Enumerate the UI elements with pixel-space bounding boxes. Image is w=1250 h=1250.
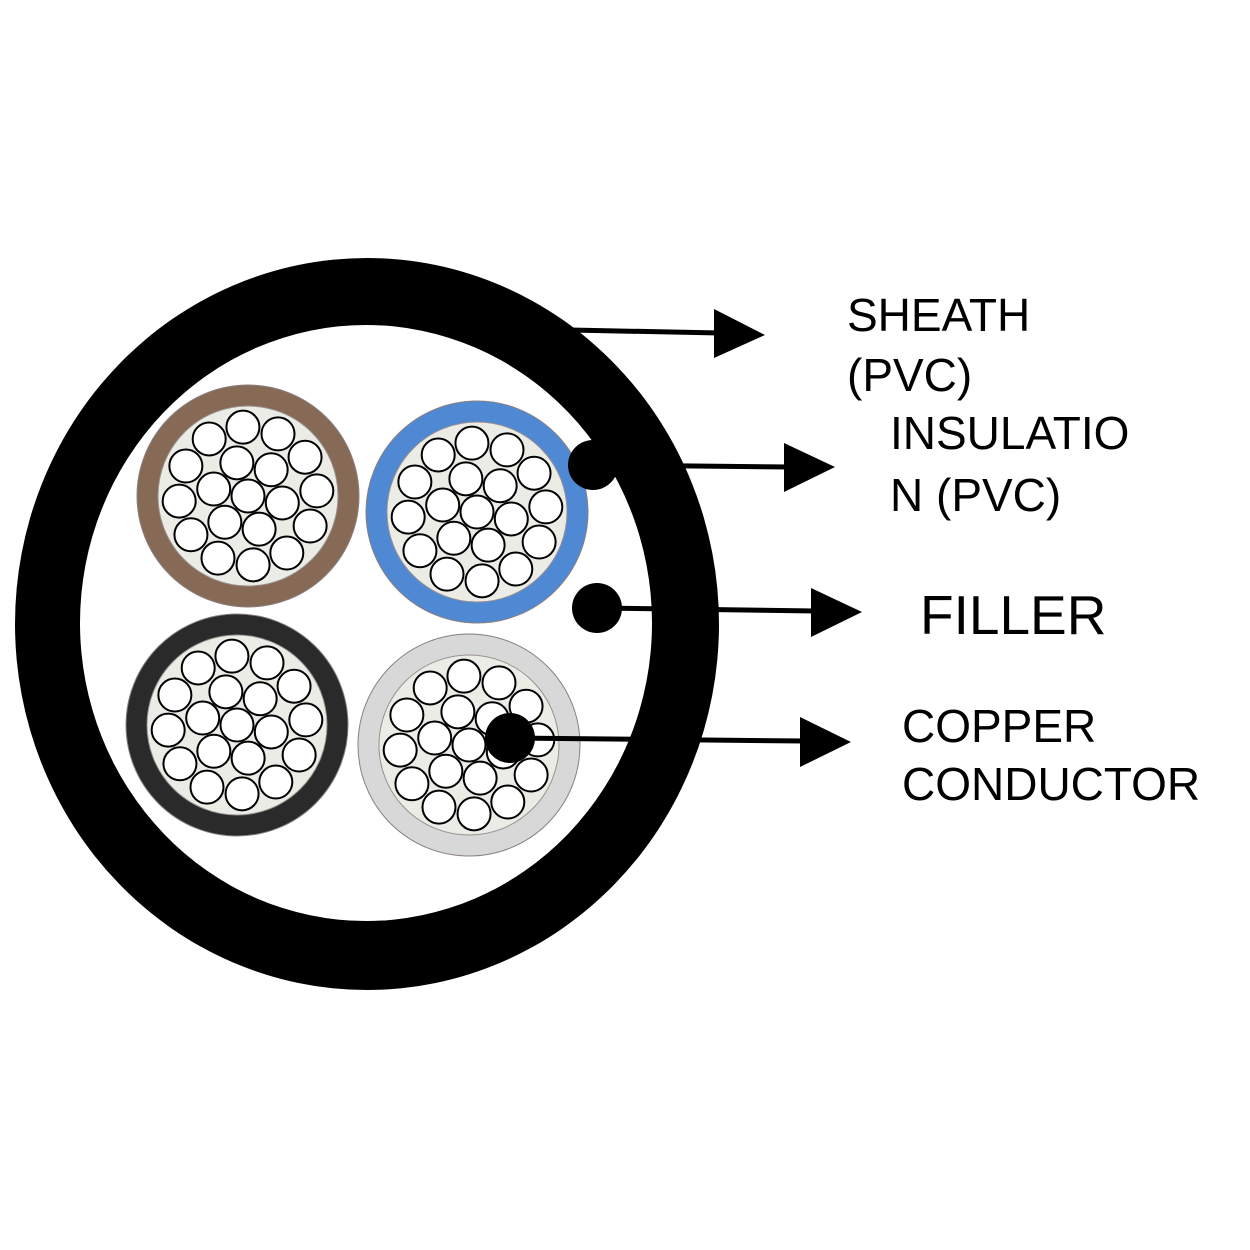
copper-strand [264, 485, 300, 521]
copper-strand [454, 425, 490, 461]
copper-strand [230, 478, 266, 514]
copper-strand [513, 757, 549, 793]
copper-strand [299, 473, 335, 509]
copper-strand [390, 499, 426, 535]
core-brown [136, 384, 360, 608]
copper-strand [269, 535, 305, 571]
sheath-pointer-line [569, 327, 721, 336]
copper-strand [276, 668, 312, 704]
copper-strand [451, 727, 487, 763]
copper-strand [402, 533, 438, 569]
core-blue [365, 400, 589, 624]
copper-strand [224, 776, 260, 812]
copper-strand [219, 445, 255, 481]
copper-strand [253, 452, 289, 488]
copper-strand [281, 737, 317, 773]
copper-strand [489, 432, 525, 468]
copper-strand [482, 468, 518, 504]
copper-strand [412, 670, 448, 706]
copper-strand [456, 796, 492, 832]
copper-strand [173, 517, 209, 553]
copper-strand [528, 489, 564, 525]
copper-strand [420, 437, 456, 473]
copper-strand [258, 764, 294, 800]
copper-strand [389, 697, 425, 733]
copper-strand [191, 421, 227, 457]
copper-strand [161, 483, 197, 519]
copper-strand [446, 658, 482, 694]
copper-strand [189, 769, 225, 805]
copper-label-line2: CONDUCTOR [902, 758, 1201, 810]
insulation-label-line1: INSULATIO [890, 407, 1130, 459]
insulation-pointer-line [592, 462, 791, 470]
copper-strand [196, 733, 232, 769]
filler-pointer-line [596, 605, 816, 614]
copper-strand [394, 766, 430, 802]
copper-strand [241, 511, 277, 547]
copper-strand [219, 707, 255, 743]
copper-strand [157, 677, 193, 713]
insulation-arrowhead [784, 443, 835, 492]
copper-strand [429, 556, 465, 592]
copper-strand [382, 732, 418, 768]
copper-strand [200, 540, 236, 576]
copper-strand [516, 455, 552, 491]
copper-strand [490, 784, 526, 820]
copper-strand [162, 746, 198, 782]
copper-strand [288, 702, 324, 738]
copper-arrowhead [800, 717, 851, 767]
copper-strand [180, 650, 216, 686]
filler-area [80, 325, 652, 921]
copper-strand [242, 681, 278, 717]
sheath-label-line2: (PVC) [847, 349, 973, 401]
copper-strand [150, 712, 186, 748]
copper-strand [448, 461, 484, 497]
copper-strand [214, 638, 250, 674]
copper-strand [230, 740, 266, 776]
copper-strand [493, 501, 529, 537]
filler-label: FILLER [920, 584, 1107, 646]
copper-strand [397, 464, 433, 500]
insulation-label-line2: N (PVC) [890, 469, 1062, 521]
copper-strand [470, 527, 506, 563]
copper-strand [185, 700, 221, 736]
core-grey [357, 633, 581, 857]
copper-strand [459, 494, 495, 530]
copper-pointer-line [509, 735, 806, 744]
copper-strand [253, 714, 289, 750]
copper-strand [421, 789, 457, 825]
copper-strand [498, 551, 534, 587]
copper-strand [207, 504, 243, 540]
copper-strand [417, 720, 453, 756]
copper-strand [436, 520, 472, 556]
copper-strand [249, 645, 285, 681]
copper-strand [168, 448, 204, 484]
copper-strand [464, 563, 500, 599]
copper-strand [428, 753, 464, 789]
copper-strand [425, 487, 461, 523]
copper-strand [235, 547, 271, 583]
copper-strand [521, 524, 557, 560]
copper-strand [225, 409, 261, 445]
core-black [125, 613, 349, 837]
sheath-arrowhead [714, 309, 765, 358]
copper-strand [481, 665, 517, 701]
copper-strand [440, 694, 476, 730]
copper-strand [462, 760, 498, 796]
copper-strand [196, 471, 232, 507]
copper-label-line1: COPPER [902, 700, 1097, 752]
copper-strand [208, 674, 244, 710]
filler-arrowhead [811, 588, 862, 637]
copper-strand [292, 508, 328, 544]
copper-strand [260, 416, 296, 452]
cores-group [125, 384, 589, 857]
sheath-label-line1: SHEATH [847, 289, 1031, 341]
copper-strand [287, 439, 323, 475]
